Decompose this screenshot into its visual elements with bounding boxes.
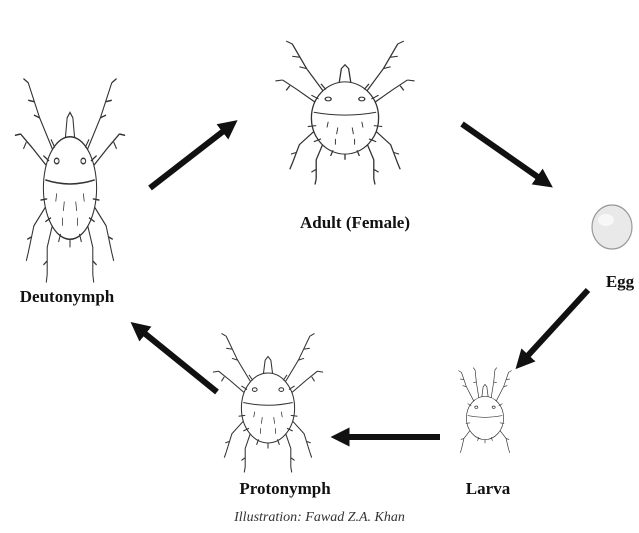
illustration-credit: Illustration: Fawad Z.A. Khan — [234, 510, 405, 526]
arrow-deutonymph-to-adult — [150, 126, 230, 188]
label-adult-female: Adult (Female) — [300, 213, 410, 233]
protonymph-mite — [213, 333, 323, 472]
arrow-protonymph-to-deutonymph — [138, 328, 217, 392]
label-deutonymph: Deutonymph — [20, 287, 114, 307]
label-protonymph: Protonymph — [239, 479, 330, 499]
larva-mite — [458, 368, 511, 453]
egg-image — [592, 205, 632, 249]
label-larva: Larva — [466, 479, 510, 499]
adult-female-mite — [275, 41, 414, 184]
arrow-egg-to-larva — [522, 290, 588, 362]
deutonymph-mite — [15, 79, 125, 283]
arrow-adult-to-egg — [462, 124, 545, 182]
label-egg: Egg — [606, 272, 634, 292]
